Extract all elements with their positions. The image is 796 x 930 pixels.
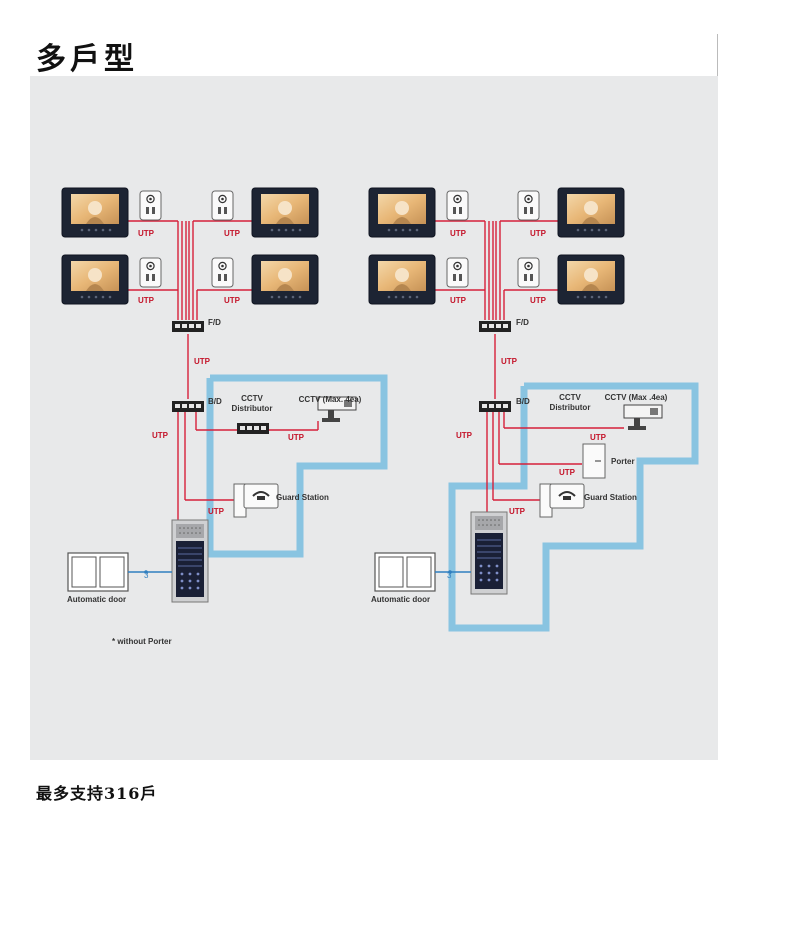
right-guard-station	[539, 483, 585, 518]
left-utp-label-2: UTP	[224, 229, 241, 238]
capacity-note: 最多支持316戶	[36, 784, 158, 803]
right-cctv-label: CCTV (Max .4ea)	[605, 393, 668, 402]
right-guard-station-label: Guard Station	[584, 493, 637, 502]
right-monitor-2	[557, 187, 625, 238]
left-utp-label-1: UTP	[138, 229, 155, 238]
right-porter	[582, 443, 606, 479]
right-door-camera-4	[517, 257, 540, 288]
page-edge	[717, 34, 718, 76]
left-utp-label-3: UTP	[138, 296, 155, 305]
right-monitor-1	[368, 187, 436, 238]
left-fd-label: F/D	[208, 318, 221, 327]
left-utp-label-4: UTP	[224, 296, 241, 305]
left-utp-label-7: UTP	[288, 433, 305, 442]
left-monitor-1	[61, 187, 129, 238]
left-bd-label: B/D	[208, 397, 222, 406]
right-door-camera-1	[446, 190, 469, 221]
right-cctv-distributor-label-2: Distributor	[550, 403, 591, 412]
left-door-camera-2	[211, 190, 234, 221]
left-cctv-distributor-label-2: Distributor	[232, 404, 273, 413]
right-automatic-door	[374, 552, 436, 592]
right-wire-count: 3	[447, 571, 452, 580]
right-door-camera-2	[517, 190, 540, 221]
left-guard-station-label: Guard Station	[276, 493, 329, 502]
left-cctv-label: CCTV (Max. 4ea)	[299, 395, 362, 404]
left-utp-label-8: UTP	[208, 507, 225, 516]
left-cctv-distributor	[237, 423, 269, 434]
right-system: UTP UTP UTP UTP UTP UTP UTP UTP UTP F/D …	[368, 187, 699, 632]
right-utp-label-3: UTP	[450, 296, 467, 305]
right-lobby-panel	[470, 511, 508, 595]
right-utp-label-4: UTP	[530, 296, 547, 305]
left-automatic-door	[67, 552, 129, 592]
page-title: 多戶型	[36, 42, 138, 77]
left-cctv-distributor-label-1: CCTV	[241, 394, 263, 403]
left-monitor-2	[251, 187, 319, 238]
right-monitor-4	[557, 254, 625, 305]
left-door-camera-4	[211, 257, 234, 288]
right-bd-label: B/D	[516, 397, 530, 406]
right-building-distributor	[479, 401, 511, 412]
right-utp-label-1: UTP	[450, 229, 467, 238]
left-wire-count: 3	[144, 571, 149, 580]
right-highlight-outline	[448, 382, 699, 632]
intercom-diagram: UTP UTP UTP UTP UTP UTP UTP UTP F/D B/D …	[61, 187, 699, 646]
left-building-distributor	[172, 401, 204, 412]
right-porter-label: Porter	[611, 457, 635, 466]
left-utp-label-5: UTP	[194, 357, 211, 366]
left-highlight-outline	[206, 374, 388, 558]
right-cctv-camera	[623, 404, 663, 431]
left-door-camera-3	[139, 257, 162, 288]
diagram-panel: UTP UTP UTP UTP UTP UTP UTP UTP F/D B/D …	[30, 76, 718, 760]
right-door-wire-node	[448, 570, 452, 574]
left-system: UTP UTP UTP UTP UTP UTP UTP UTP F/D B/D …	[61, 187, 388, 646]
left-monitor-4	[251, 254, 319, 305]
right-utp-label-6: UTP	[456, 431, 473, 440]
right-door-camera-3	[446, 257, 469, 288]
left-door-camera-1	[139, 190, 162, 221]
right-utp-label-8: UTP	[559, 468, 576, 477]
left-guard-station	[233, 483, 279, 518]
left-floor-distributor	[172, 321, 204, 332]
left-note: * without Porter	[112, 637, 172, 646]
left-automatic-door-label: Automatic door	[67, 595, 126, 604]
right-cctv-distributor-label-1: CCTV	[559, 393, 581, 402]
right-utp-label-9: UTP	[509, 507, 526, 516]
right-utp-label-7: UTP	[590, 433, 607, 442]
left-utp-label-6: UTP	[152, 431, 169, 440]
right-monitor-3	[368, 254, 436, 305]
right-automatic-door-label: Automatic door	[371, 595, 430, 604]
right-floor-distributor	[479, 321, 511, 332]
left-wiring	[128, 220, 319, 521]
right-utp-label-2: UTP	[530, 229, 547, 238]
right-wiring	[435, 220, 624, 512]
left-door-wire-node	[144, 570, 148, 574]
left-monitor-3	[61, 254, 129, 305]
left-lobby-panel	[171, 519, 209, 603]
right-fd-label: F/D	[516, 318, 529, 327]
right-utp-label-5: UTP	[501, 357, 518, 366]
